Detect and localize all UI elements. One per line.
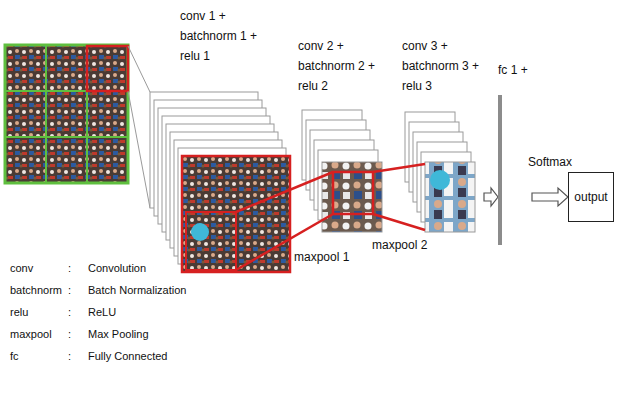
umbrella [191,223,209,241]
pool-window [333,172,373,214]
pool-line [373,164,425,172]
layer-heading: conv 1 + batchnorm 1 + relu 1 [180,6,262,66]
umbrella [430,170,450,190]
glossary-text: conv [10,262,33,274]
glossary-text: maxpool [10,328,52,340]
flow-arrow [532,188,568,206]
fc-bar [498,95,502,245]
projection-line [128,91,150,208]
receptive-field [87,46,128,91]
projection-line [128,46,150,92]
grid-line [45,45,47,183]
conv-layer: conv 1 + batchnorm 1 + relu 1 [145,6,295,276]
conv-layer: conv 2 + batchnorm 2 + relu 2 [296,36,398,236]
glossary-text: : [68,306,71,318]
glossary-text: : [68,284,71,296]
glossary-text: fc [10,350,19,362]
pool-label: maxpool 2 [372,238,427,252]
input-image [5,45,128,183]
pool-line [373,214,425,230]
pool-window [186,212,236,270]
glossary-text: Fully Connected [88,350,168,362]
feature-map [182,156,290,272]
pool-label: maxpool 1 [294,250,349,264]
layer-heading: conv 2 + batchnorm 2 + relu 2 [298,36,380,96]
node-text: output [574,190,607,204]
conv-layer: conv 3 + batchnorm 3 + relu 3 [400,36,484,236]
output-box: output [568,172,614,222]
feature-map [425,162,475,232]
layer-heading: fc 1 + [498,60,528,80]
glossary-text: : [68,262,71,274]
pool-line [236,172,333,212]
layer-heading: conv 3 + batchnorm 3 + relu 3 [402,36,484,96]
glossary-text: : [68,350,71,362]
fc-layer: fc 1 + [498,58,532,248]
glossary-text: ReLU [88,306,116,318]
glossary-text: : [68,328,71,340]
glossary-text: Max Pooling [88,328,149,340]
grid-line [5,136,128,138]
flow-arrow [484,188,498,206]
edge-label: Softmax [526,155,574,169]
glossary-text: batchnorm [10,284,62,296]
glossary-text: relu [10,306,28,318]
glossary-text: Batch Normalization [88,284,186,296]
glossary-text: Convolution [88,262,146,274]
